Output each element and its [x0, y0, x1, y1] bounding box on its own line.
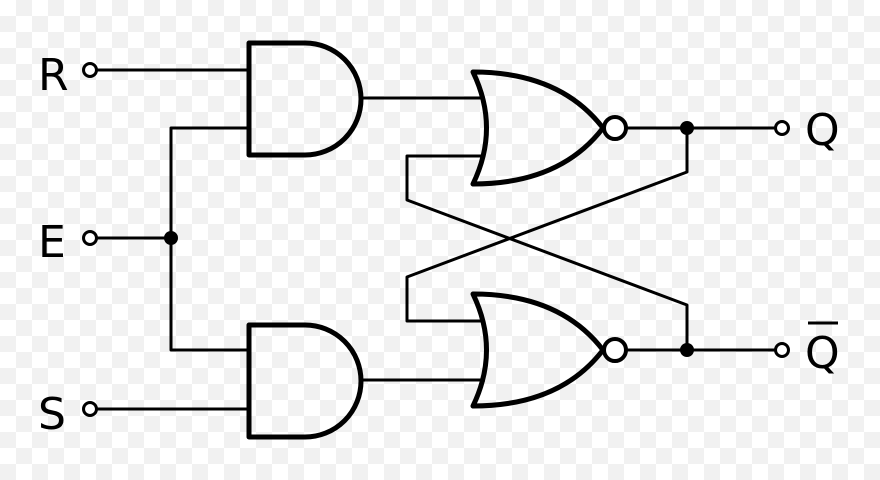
nor-top-output-bubble	[602, 115, 628, 141]
label-r: R	[38, 50, 69, 101]
terminal-qbar	[774, 342, 790, 358]
terminal-r	[82, 62, 98, 78]
label-q-bar: Q	[805, 328, 840, 379]
and-gate-bottom	[246, 322, 364, 440]
nor-gate-top	[470, 69, 606, 187]
junction-q	[680, 121, 694, 135]
wire-feedback-qbar-to-nor1	[405, 154, 689, 350]
wire-feedback-q-to-nor2	[405, 128, 689, 323]
terminal-q	[774, 120, 790, 136]
gates	[246, 40, 628, 440]
junctions	[164, 121, 694, 357]
label-e: E	[38, 217, 66, 268]
terminals	[82, 62, 790, 417]
labels: R E S Q Q	[38, 50, 840, 440]
nor-bottom-output-bubble	[602, 337, 628, 363]
label-s: S	[38, 389, 66, 440]
junction-qbar	[680, 343, 694, 357]
terminal-e	[82, 230, 98, 246]
terminal-s	[82, 401, 98, 417]
junction-e	[164, 231, 178, 245]
wire-e-bus	[169, 126, 249, 352]
and-gate-top	[246, 40, 364, 158]
nor-gate-bottom	[470, 291, 606, 409]
wires	[96, 68, 776, 411]
label-q: Q	[805, 105, 840, 156]
